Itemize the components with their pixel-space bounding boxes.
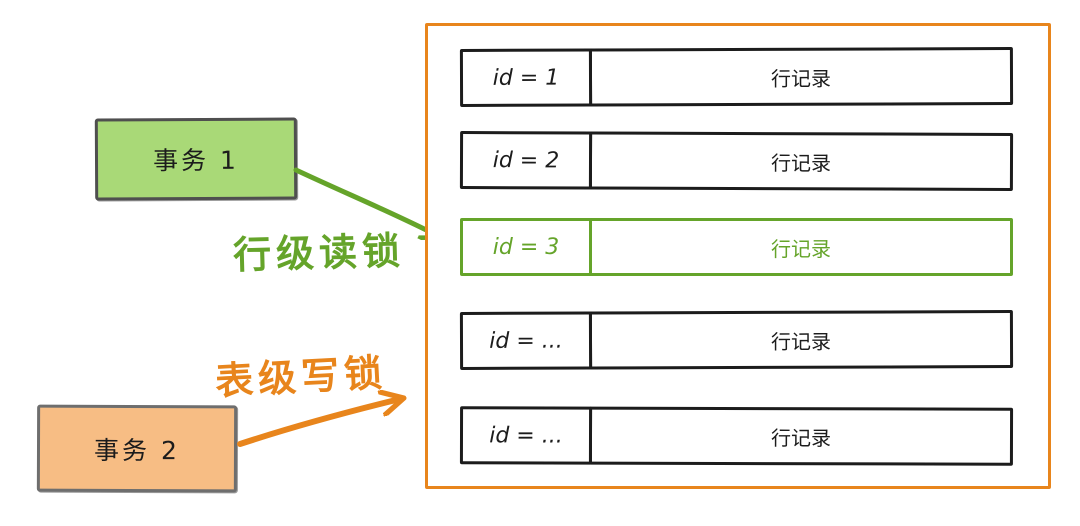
row-3-record-cell: 行记录: [589, 218, 1013, 276]
transaction-2-label: 事务 2: [94, 435, 180, 465]
row-1-record-cell: 行记录: [588, 47, 1014, 107]
table-row-1: id = 1 行记录: [459, 47, 1014, 107]
row-1-id-cell: id = 1: [459, 48, 593, 107]
row-4-id-cell: id = ...: [459, 311, 593, 370]
row-4-record-cell: 行记录: [588, 310, 1014, 370]
table-row-4: id = ... 行记录: [459, 310, 1014, 370]
row-3-id-cell: id = 3: [460, 218, 592, 276]
table-write-lock-label: 表级写锁: [214, 350, 389, 404]
row-5-record-cell: 行记录: [588, 406, 1014, 466]
table-row-3-locked: id = 3 行记录: [460, 218, 1013, 276]
row-2-record-cell: 行记录: [588, 131, 1014, 191]
row-5-id-cell: id = ...: [459, 406, 593, 465]
transaction-1-label: 事务 1: [152, 145, 240, 176]
row-2-id-cell: id = 2: [459, 131, 593, 190]
row-read-lock-label: 行级读锁: [232, 228, 406, 278]
table-row-5: id = ... 行记录: [459, 406, 1014, 466]
table-container: id = 1 行记录 id = 2 行记录 id = 3 行记录 id = ..…: [425, 23, 1051, 489]
transaction-1-box: 事务 1: [94, 117, 298, 201]
table-row-2: id = 2 行记录: [459, 131, 1014, 191]
table-write-lock-arrow: [237, 399, 400, 447]
transaction-2-box: 事务 2: [36, 404, 238, 493]
